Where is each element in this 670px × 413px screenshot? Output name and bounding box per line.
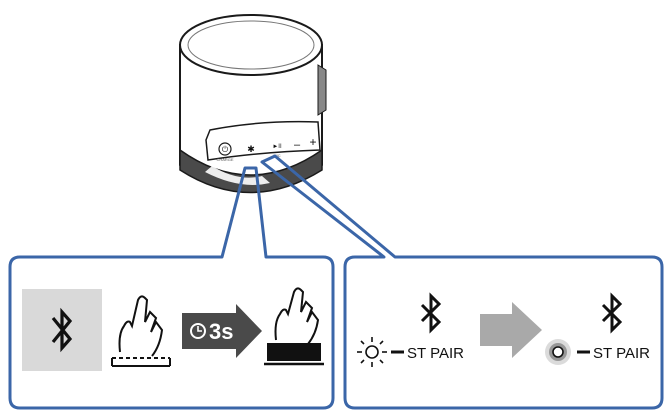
timer-icon [190, 323, 206, 339]
speaker-power-button[interactable]: ⏻ CHARGE [216, 142, 234, 162]
power-icon: ⏻ [222, 145, 229, 154]
finger-press-icon [111, 295, 171, 367]
right-panel-content: ST PAIR ST PAIR [357, 292, 650, 367]
play-button-caption: MIC [273, 153, 280, 158]
speaker-volume-up-button[interactable]: + [309, 135, 316, 149]
speaker-play-button[interactable]: ►II MIC [272, 144, 282, 158]
bluetooth-small-icon: ✱ [247, 144, 255, 154]
minus-icon: – [294, 139, 301, 151]
bluetooth-icon [51, 307, 73, 353]
bluetooth-icon-status-after [601, 292, 623, 334]
plus-icon: + [309, 135, 316, 149]
led-on-icon [545, 339, 571, 365]
status-label-before: ST PAIR [407, 345, 464, 362]
speaker-illustration: ⏻ CHARGE ✱ ►II MIC – + [179, 14, 327, 194]
play-pause-icon: ►II [272, 144, 282, 150]
speaker-bluetooth-button[interactable]: ✱ [247, 144, 255, 154]
speaker-buttons: ⏻ CHARGE ✱ ►II MIC – + [216, 135, 316, 162]
right-callout-panel [260, 154, 664, 410]
bluetooth-icon-status-before [420, 292, 442, 334]
status-label-after: ST PAIR [593, 345, 650, 362]
speaker-button-strip [205, 120, 321, 161]
finger-release-icon [264, 287, 324, 366]
power-button-caption: CHARGE [216, 157, 233, 162]
timer-duration: 3s [209, 319, 233, 344]
left-callout-panel [8, 166, 335, 410]
speaker-volume-down-button[interactable]: – [294, 139, 301, 151]
blinking-led-icon [357, 337, 387, 367]
arrow-right-icon [480, 302, 542, 358]
left-panel-content: 3s [22, 287, 324, 371]
callout-frames [8, 154, 664, 410]
timer-arrow: 3s [182, 304, 262, 358]
